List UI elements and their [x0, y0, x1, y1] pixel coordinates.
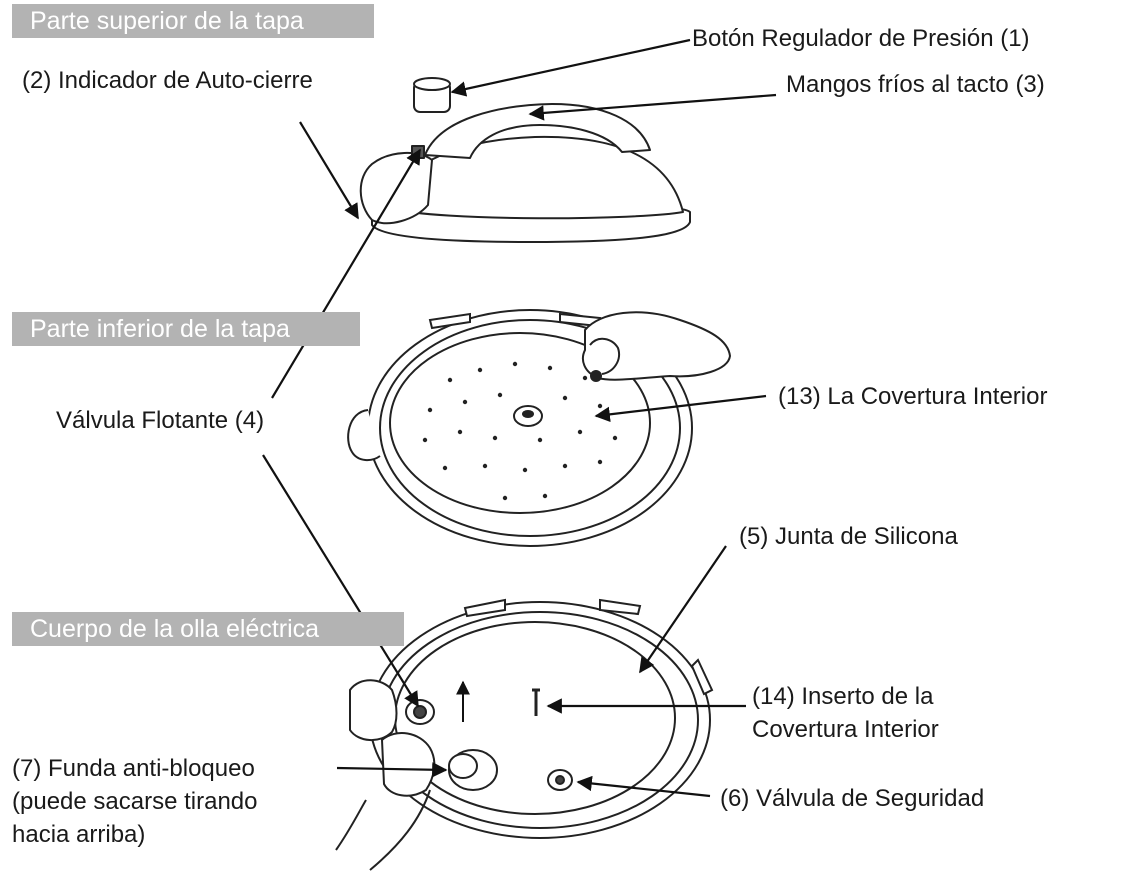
- label-auto-lock-indicator: (2) Indicador de Auto-cierre: [22, 67, 313, 94]
- section-header-lid-top: Parte superior de la tapa: [12, 4, 374, 38]
- leader-auto-lock-indicator: [299, 121, 359, 220]
- lid-bottom-inner-plate: [389, 332, 651, 514]
- section-header-lid-bottom: Parte inferior de la tapa: [12, 312, 360, 346]
- inner-cover-insert-pin: [532, 688, 540, 716]
- label-safety-valve: (6) Válvula de Seguridad: [720, 785, 985, 812]
- label-anti-block-shield-line3: hacia arriba): [12, 821, 146, 848]
- section-header-cooker-body: Cuerpo de la olla eléctrica: [12, 612, 404, 646]
- label-inner-cover: (13) La Covertura Interior: [778, 383, 1048, 410]
- leader-anti-block-shield: [336, 762, 448, 778]
- label-pressure-regulator: Botón Regulador de Presión (1): [692, 25, 1030, 52]
- leader-inner-cover: [594, 394, 767, 423]
- leader-lines: [262, 38, 777, 798]
- lid-bottom-illustration: [347, 309, 732, 547]
- label-anti-block-shield-line1: (7) Funda anti-bloqueo: [12, 755, 255, 782]
- inner-cover-holes: [422, 361, 618, 501]
- lid-top-illustration: [359, 77, 691, 243]
- leader-pressure-regulator: [450, 38, 691, 97]
- label-anti-block-shield: (7) Funda anti-bloqueo (puede sacarse ti…: [12, 752, 257, 851]
- lid-top-handle: [424, 103, 651, 159]
- fingers-outline: [349, 679, 398, 741]
- label-inner-cover-insert: (14) Inserto de la Covertura Interior: [752, 680, 939, 746]
- leader-cool-touch-handles: [528, 93, 777, 121]
- label-float-valve: Válvula Flotante (4): [56, 407, 265, 434]
- leader-safety-valve: [576, 775, 711, 798]
- label-inner-cover-insert-line1: (14) Inserto de la: [752, 683, 934, 710]
- label-cool-touch-handles: Mangos fríos al tacto (3): [786, 71, 1045, 98]
- label-inner-cover-insert-line2: Covertura Interior: [752, 716, 939, 743]
- label-silicone-gasket: (5) Junta de Silicona: [739, 523, 958, 550]
- leader-float-valve-down: [262, 454, 419, 708]
- leader-silicone-gasket: [639, 545, 727, 674]
- leader-float-valve-up: [271, 148, 421, 399]
- label-anti-block-shield-line2: (puede sacarse tirando: [12, 788, 258, 815]
